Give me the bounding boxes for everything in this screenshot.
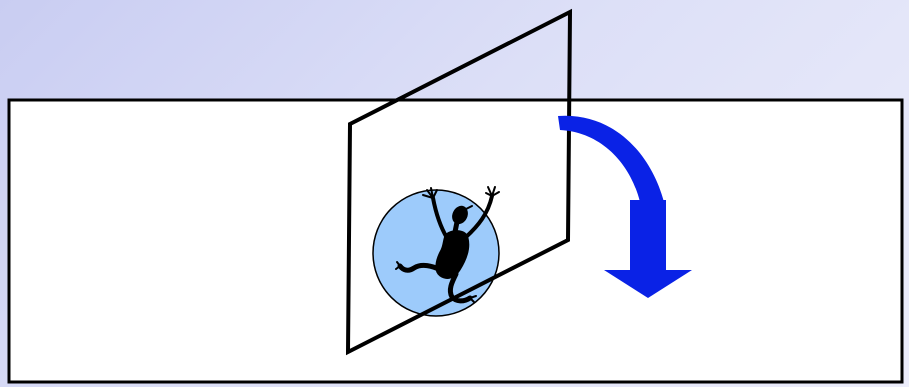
curved-down-arrow-icon [558, 115, 692, 298]
tilted-plane-outline [345, 8, 573, 356]
figure-in-circle [372, 186, 500, 317]
